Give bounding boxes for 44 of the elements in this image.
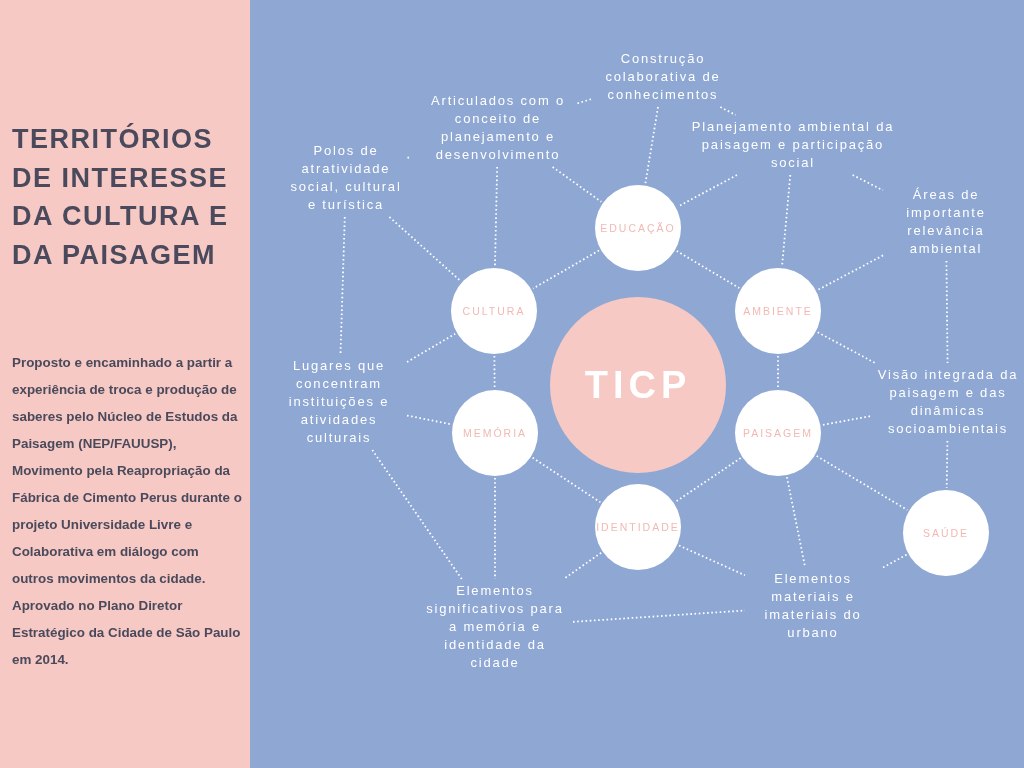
dotted-connector xyxy=(851,174,884,192)
topic-label: SAÚDE xyxy=(922,527,970,539)
description-text: Áreas de importante relevância ambiental xyxy=(886,186,1006,258)
topic-label: MEMÓRIA xyxy=(462,427,528,439)
topic-label: CULTURA xyxy=(462,305,526,317)
acronym-label: TICP xyxy=(584,363,692,407)
dotted-connector xyxy=(493,355,496,389)
description-text: Planejamento ambiental da paisagem e participação social xyxy=(680,118,906,172)
dotted-connector xyxy=(816,331,877,364)
dotted-connector xyxy=(388,216,462,282)
dotted-connector xyxy=(371,449,463,580)
description-text: Elementos significativos para a memória e identidade da cidade xyxy=(420,582,570,672)
dotted-connector xyxy=(786,476,806,568)
dotted-connector xyxy=(494,166,499,267)
dotted-connector xyxy=(815,455,909,511)
description-text: Polos de atratividade social, cultural e turística xyxy=(286,142,406,214)
dotted-connector xyxy=(945,260,949,364)
description-paragraph: Proposto e encaminhado a partir a experiência de troca e produção de saberes pelo Núcleo de Estudos da Paisagem (NEP/FAUUSP), Movimento pela Reapropriação da Fábrica de Cimento Perus durante o projeto Universidade Livre e Colaborativa em diálogo com outros movimentos da cidade. Aprovado no Plano Diretor Estratégico da Cidade de São Paulo em 2014. xyxy=(12,354,243,669)
dotted-connector xyxy=(678,544,746,577)
dotted-connector xyxy=(562,551,602,580)
dotted-connector xyxy=(945,440,949,489)
dotted-connector xyxy=(406,332,457,363)
topic-label: IDENTIDADE xyxy=(596,521,680,533)
title: TERRITÓRIOS DE INTERESSE DA CULTURA E DA PAISAGEM xyxy=(12,122,230,272)
dotted-connector xyxy=(531,456,602,504)
dotted-connector xyxy=(532,249,600,290)
dotted-connector xyxy=(674,457,742,503)
dotted-connector xyxy=(719,106,737,116)
description-text: Visão integrada da paisagem e das dinâmicas socioambientais xyxy=(873,366,1023,438)
dotted-connector xyxy=(816,254,884,291)
dotted-connector xyxy=(880,553,908,570)
description-text: Lugares que concentram instituições e atividades culturais xyxy=(274,357,404,447)
topic-label: PAISAGEM xyxy=(742,427,814,439)
topic-label: EDUCAÇÃO xyxy=(600,222,676,234)
dotted-connector xyxy=(821,415,871,426)
topic-label: AMBIENTE xyxy=(743,305,813,317)
dotted-connector xyxy=(777,355,779,389)
dotted-connector xyxy=(644,106,659,185)
dotted-connector xyxy=(574,98,592,106)
dotted-connector xyxy=(551,166,603,203)
dotted-connector xyxy=(406,414,452,426)
dotted-connector xyxy=(339,216,346,355)
dotted-connector xyxy=(675,250,741,289)
description-text: Elementos materiais e imateriais do urbano xyxy=(748,570,878,642)
